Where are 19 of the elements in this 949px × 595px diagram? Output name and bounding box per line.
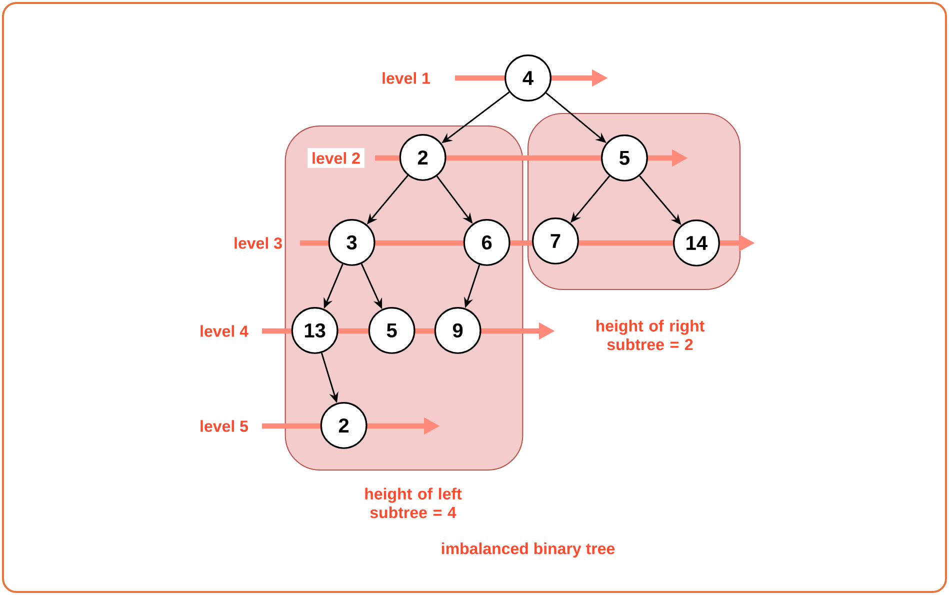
tree-node: 2 [399, 134, 446, 181]
level-label: level 5 [200, 420, 248, 432]
tree-node: 2 [320, 402, 368, 449]
level-label: level 2 [308, 148, 364, 168]
caption: imbalanced binary tree [442, 542, 615, 558]
tree-node: 4 [504, 54, 552, 102]
tree-node: 3 [328, 219, 376, 266]
tree-node: 5 [601, 134, 648, 182]
subtree-height-label: height of right subtree = 2 [596, 320, 704, 350]
tree-node: 6 [463, 219, 510, 266]
level-label: level 4 [200, 325, 248, 337]
level-label: level 1 [382, 72, 430, 84]
subtree-height-label: height of left subtree = 4 [365, 488, 462, 518]
level-label: level 3 [234, 237, 282, 249]
tree-node: 14 [673, 220, 720, 266]
tree-node: 9 [434, 307, 482, 354]
tree-node: 13 [291, 307, 338, 354]
tree-node: 5 [368, 307, 416, 354]
tree-node: 7 [532, 218, 579, 264]
